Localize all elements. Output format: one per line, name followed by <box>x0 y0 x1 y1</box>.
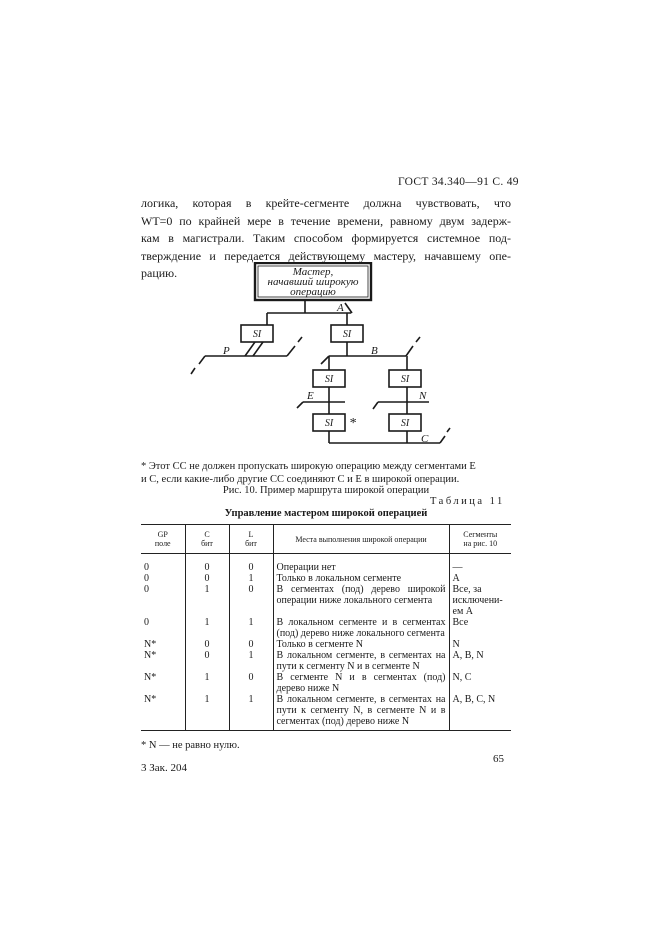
si-label: SI <box>401 374 410 385</box>
figure-caption: Рис. 10. Пример маршрута широкой операци… <box>222 485 430 496</box>
page-header: ГОСТ 34.340—91 С. 49 <box>398 176 519 188</box>
si-label: SI <box>325 418 334 429</box>
si-label: SI <box>253 329 262 340</box>
footnote-line: и С, если какие-либо другие СС соединяют… <box>141 474 460 485</box>
paragraph-line: рацию. <box>141 266 178 280</box>
route-diagram: Мастер, начавший широкую операцию SI SI … <box>190 262 451 445</box>
paragraph-line: тверждение и передается действующему мас… <box>141 248 511 263</box>
table-title: Управление мастером широкой операцией <box>224 508 428 519</box>
bus-label-e: E <box>306 390 314 402</box>
si-label: SI <box>343 329 352 340</box>
bus-label-a: A <box>336 302 344 314</box>
si-node <box>388 413 422 432</box>
header-place: Места выполнения широкой операции <box>272 524 449 554</box>
si-label: SI <box>401 418 410 429</box>
table-number: Таблица 11 <box>430 496 505 507</box>
master-box-label: Мастер, <box>292 266 334 278</box>
order-note: 3 Зак. 204 <box>141 762 187 774</box>
bus-label-c: C <box>421 433 429 445</box>
page-number: 65 <box>493 753 504 765</box>
figure-footnote: * Этот СС не должен пропускать широкую о… <box>141 460 511 486</box>
si-node <box>388 369 422 388</box>
master-box <box>253 262 373 302</box>
table-footnote: * N — не равно нулю. <box>141 740 240 751</box>
asterisk-mark: * <box>349 416 356 431</box>
master-box-label: операцию <box>290 286 336 298</box>
master-box-label: начавший широкую <box>268 276 359 288</box>
si-label: SI <box>325 374 334 385</box>
bus-label-n: N <box>418 390 427 402</box>
si-node <box>240 324 274 343</box>
body-paragraph: логика, которая в крейте-сегменте должна… <box>141 195 511 283</box>
paragraph-line: WT=0 по крайней мере в течение времени, … <box>141 213 511 228</box>
bus-label-b: B <box>371 345 378 357</box>
footnote-line: * Этот СС не должен пропускать широкую о… <box>141 461 476 472</box>
bus-label-p: P <box>222 345 230 357</box>
paragraph-line: логика, которая в крейте-сегменте должна… <box>141 196 511 210</box>
paragraph-line: кам в магистрали. Таким способом формиру… <box>141 231 511 245</box>
